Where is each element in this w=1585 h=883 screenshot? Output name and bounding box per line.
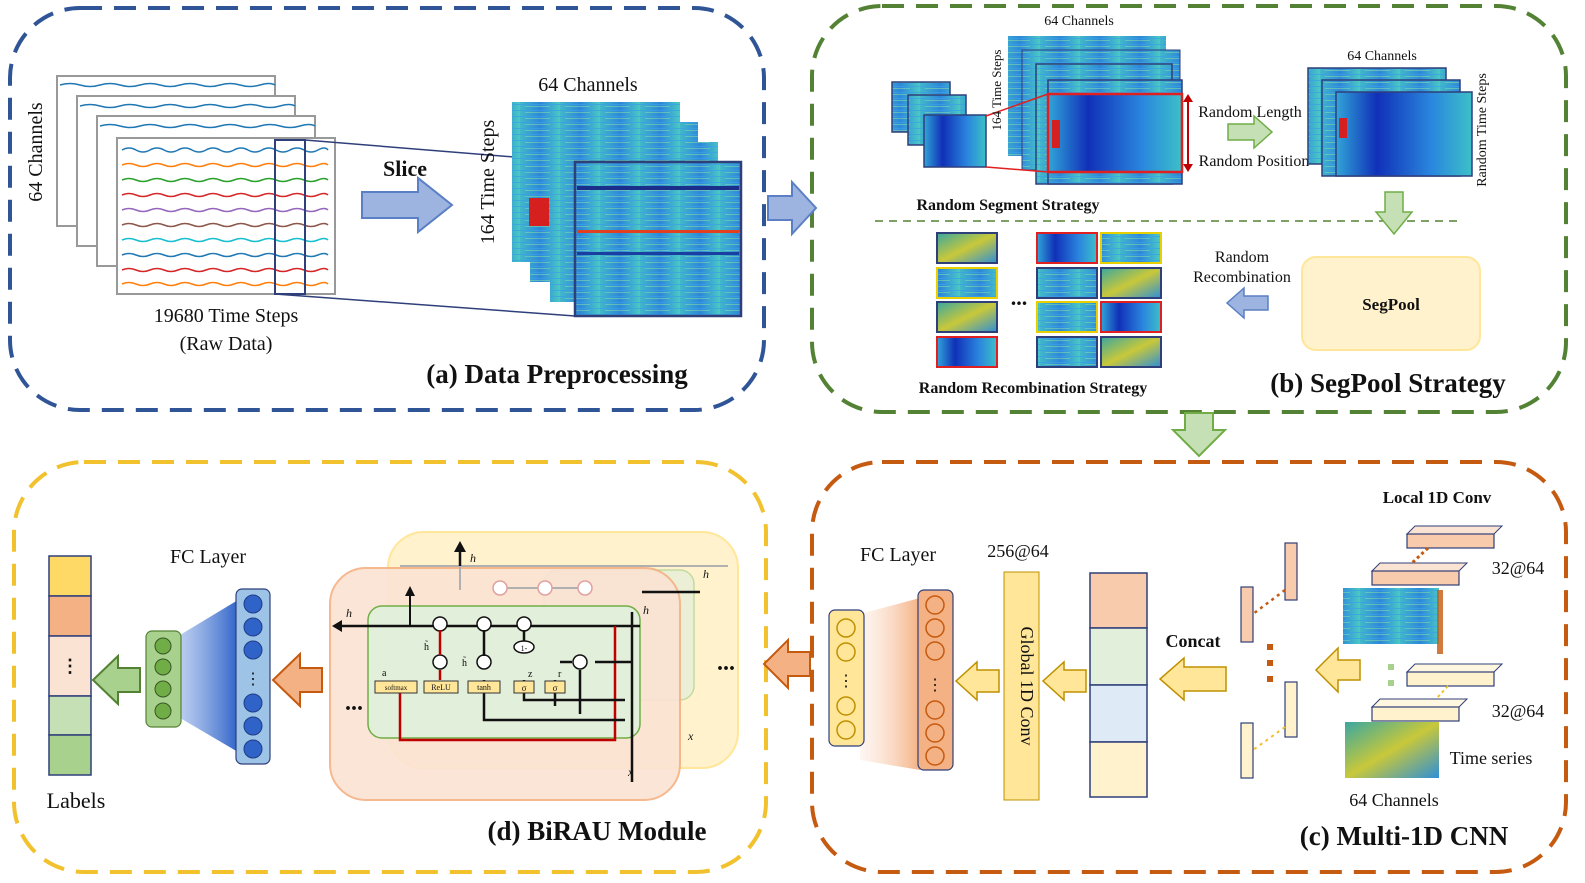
sigma-label-1: σ: [522, 683, 527, 693]
birau-left-ellipsis: ...: [345, 690, 363, 716]
concat-block: [1089, 572, 1148, 798]
svg-text:r: r: [558, 669, 562, 680]
random-time-steps-label: Random Time Steps: [1475, 73, 1490, 187]
segment-strategy-label: Random Segment Strategy: [916, 197, 1099, 214]
svg-text:a: a: [382, 668, 387, 679]
segpool-label: SegPool: [1362, 295, 1420, 314]
local-conv-label: Local 1D Conv: [1383, 488, 1492, 507]
segment-timesteps-label: 164 Time Steps: [989, 50, 1004, 131]
segment-arrow: [1227, 114, 1274, 150]
arrow-a-to-b: [767, 179, 818, 237]
segment-large-stack: [1008, 36, 1184, 185]
arrow-c-to-d: [762, 637, 811, 691]
h-t-1-label: h: [703, 567, 709, 581]
segpool-down-arrow: [1374, 191, 1414, 236]
concat-label: Concat: [1166, 631, 1221, 651]
svg-text:z: z: [528, 669, 533, 680]
raw-channels-label: 64 Channels: [25, 102, 47, 202]
slice-label: Slice: [383, 156, 427, 181]
recomb-label-line2: Recombination: [1193, 269, 1291, 286]
arrow-b-to-c: [1170, 412, 1228, 458]
global-conv-arrow: [1041, 660, 1087, 702]
local-size-b: 32@64: [1492, 701, 1545, 721]
time-series-arrow: [1314, 646, 1361, 694]
segment-small-stack: [891, 81, 987, 168]
arrow-fc-to-labels: [91, 653, 141, 707]
recomb-arrow: [1225, 286, 1269, 320]
size-256-label: 256@64: [987, 541, 1049, 561]
fc-d-layers: ⋮: [145, 588, 271, 765]
h-t-1-inner-label: h: [643, 603, 649, 617]
svg-text:⋮: ⋮: [245, 671, 261, 688]
slice-timesteps-label: 164 Time Steps: [477, 120, 499, 245]
panel-a-border: [8, 6, 766, 412]
segpool-box: [1301, 256, 1481, 351]
random-length-label: Random Length: [1198, 104, 1302, 121]
one-minus-label: 1-: [521, 644, 528, 653]
sigma-label-2: σ: [553, 683, 558, 693]
fc-c-label: FC Layer: [860, 544, 936, 566]
svg-text:⋮: ⋮: [838, 673, 854, 690]
slice-line-bottom: [274, 293, 576, 317]
segment-result-channels: 64 Channels: [1347, 49, 1417, 64]
global-conv-label: Global 1D Conv: [1017, 627, 1037, 746]
h-t-label: h: [470, 551, 476, 565]
segment-result-stack: [1307, 67, 1473, 177]
slice-arrow: [361, 175, 454, 235]
arrow-birau-to-fc: [271, 651, 323, 709]
svg-text:h̃: h̃: [424, 640, 429, 653]
labels-block: ⋮: [48, 555, 92, 776]
labels-label: Labels: [47, 788, 106, 813]
panel-a-title: (a) Data Preprocessing: [426, 359, 688, 389]
birau-cells: [329, 531, 739, 801]
panel-b-title: (b) SegPool Strategy: [1270, 368, 1506, 398]
recomb-label-line1: Random: [1215, 249, 1270, 266]
panel-c-title: (c) Multi-1D CNN: [1300, 821, 1509, 851]
fc-c-layers: ⋮ ⋮: [828, 589, 954, 771]
fc-c-arrow: [954, 660, 1000, 702]
softmax-label: softmax: [385, 684, 408, 692]
svg-text:⋮: ⋮: [61, 656, 79, 676]
svg-text:⋮: ⋮: [927, 677, 943, 694]
panel-c-border: [810, 460, 1568, 874]
birau-right-ellipsis: ...: [717, 650, 735, 676]
recomb-ellipsis: ...: [1011, 285, 1028, 310]
panel-d-title: (d) BiRAU Module: [487, 816, 706, 846]
slice-heatmap-stack: [512, 102, 743, 318]
random-position-label: Random Position: [1199, 153, 1310, 170]
raw-data-label: (Raw Data): [180, 333, 273, 355]
tanh-label: tanh: [477, 683, 491, 692]
svg-text:h̃: h̃: [462, 656, 467, 669]
relu-label: ReLU: [431, 683, 451, 692]
fc-d-label: FC Layer: [170, 546, 246, 568]
concat-arrow: [1158, 656, 1227, 702]
raw-timesteps-label: 19680 Time Steps: [154, 305, 299, 327]
time-series-label: Time series: [1450, 748, 1533, 768]
conv-channels-label: 64 Channels: [1349, 790, 1439, 810]
local-conv-blocks: [1343, 525, 1504, 778]
recombination-grid: [936, 232, 1162, 368]
x-t-label: x: [627, 765, 634, 779]
raw-data-stack: [56, 75, 336, 295]
conv-feature-bars: [1240, 542, 1298, 779]
x-t-back-label: x: [687, 729, 694, 743]
h-t-left-label: h: [346, 606, 352, 620]
segment-channels-label: 64 Channels: [1044, 14, 1114, 29]
global-conv-box: [1003, 571, 1040, 801]
slice-channels-label: 64 Channels: [538, 74, 638, 96]
recomb-strategy-label: Random Recombination Strategy: [919, 380, 1147, 397]
local-size-a: 32@64: [1492, 558, 1545, 578]
